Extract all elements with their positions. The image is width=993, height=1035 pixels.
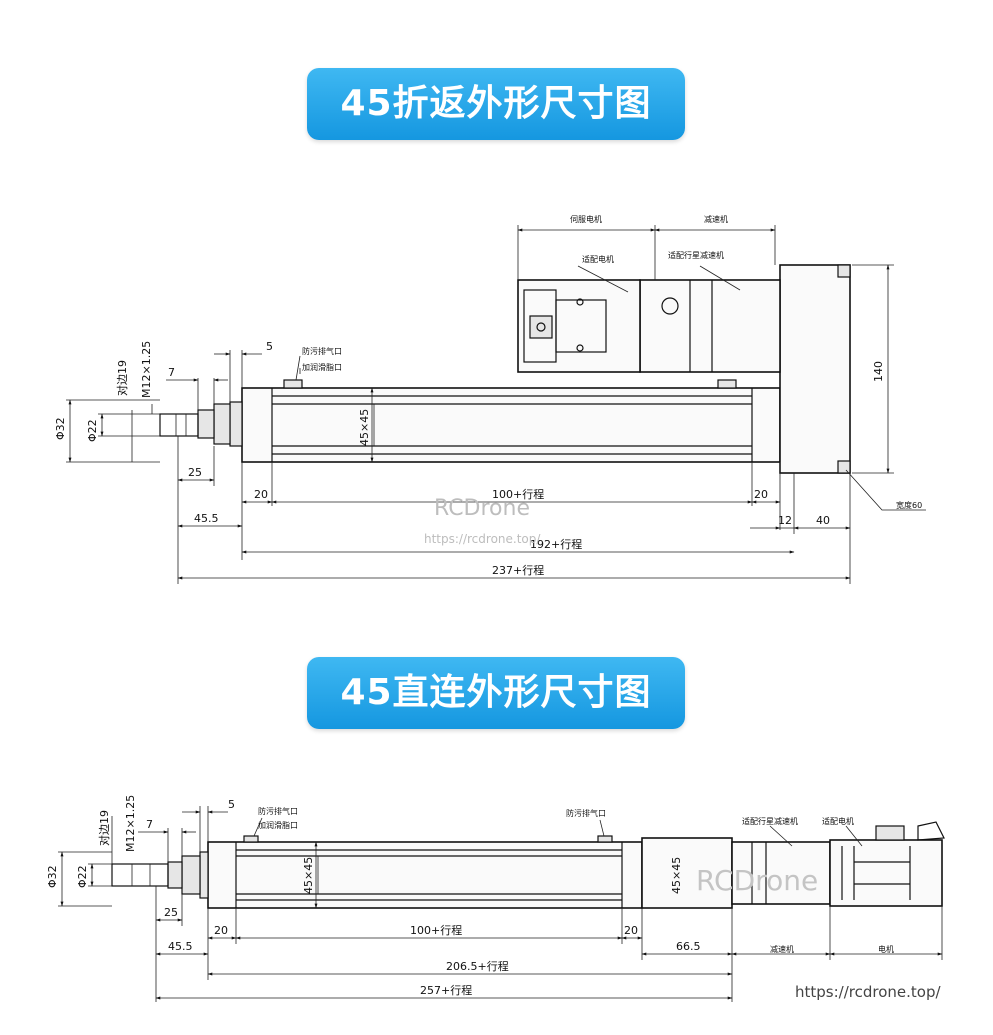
dim-thread: M12×1.25	[140, 341, 153, 398]
label-reducer: 减速机	[704, 214, 728, 224]
dim-d32: Φ32	[54, 417, 67, 440]
folded-watermark: RCDrone	[434, 496, 530, 521]
label-adapt-planet-reducer: 适配行星减速机	[668, 250, 724, 260]
dim-5: 5	[266, 340, 273, 353]
folded-port-left	[283, 379, 303, 389]
direct-dim-20-left: 20	[214, 924, 228, 937]
dim-20-left: 20	[254, 488, 268, 501]
direct-label-dust-vent-2: 防污排气口	[566, 808, 606, 818]
label-dust-vent: 防污排气口	[302, 346, 342, 356]
dim-40: 40	[816, 514, 830, 527]
direct-label-reducer: 减速机	[770, 944, 794, 954]
direct-dim-5: 5	[228, 798, 235, 811]
direct-dim-66-5: 66.5	[676, 940, 701, 953]
dim-7: 7	[168, 366, 175, 379]
dim-12: 12	[778, 514, 792, 527]
direct-dim-d32: Φ32	[46, 865, 59, 888]
dim-25: 25	[188, 466, 202, 479]
direct-dim-section-2: 45×45	[670, 857, 683, 894]
direct-label-adapt-motor: 适配电机	[822, 816, 854, 826]
dim-20-right: 20	[754, 488, 768, 501]
direct-diagram: 防污排气口 加润滑脂口 防污排气口 适配行星减速机 适配电机 减速机 电机 Φ3…	[46, 795, 945, 1002]
direct-dim-25: 25	[164, 906, 178, 919]
dim-45-5: 45.5	[194, 512, 219, 525]
folded-watermark-url: https://rcdrone.top/	[424, 532, 541, 546]
folded-port-right	[717, 379, 737, 389]
dim-len192: 192+行程	[530, 538, 582, 551]
folded-title-banner: 45折返外形尺寸图	[307, 68, 685, 140]
direct-dim-len257: 257+行程	[420, 984, 472, 997]
folded-motor-flange	[779, 264, 851, 474]
direct-label-motor: 电机	[878, 944, 894, 954]
label-adapt-motor: 适配电机	[582, 254, 614, 264]
direct-dim-d22: Φ22	[76, 865, 89, 888]
dim-flats: 对边19	[115, 360, 129, 396]
direct-label-adapt-planet-reducer: 适配行星减速机	[742, 816, 798, 826]
direct-dim-flats: 对边19	[97, 810, 111, 846]
direct-label-grease-port: 加润滑脂口	[258, 820, 298, 830]
dim-section: 45×45	[358, 409, 371, 446]
direct-motor	[829, 839, 943, 907]
dim-stroke100: 100+行程	[492, 488, 544, 501]
direct-actuator-body	[207, 841, 643, 909]
dim-d22: Φ22	[86, 419, 99, 442]
direct-dim-section: 45×45	[302, 857, 315, 894]
label-servo-motor: 伺服电机	[570, 214, 602, 224]
direct-dim-20-right: 20	[624, 924, 638, 937]
direct-reducer-housing	[641, 837, 733, 909]
direct-dim-7: 7	[146, 818, 153, 831]
label-grease-port: 加润滑脂口	[302, 362, 342, 372]
footer-url: https://rcdrone.top/	[795, 983, 941, 1001]
folded-reducer	[639, 279, 781, 373]
direct-dim-thread: M12×1.25	[124, 795, 137, 852]
direct-dim-45-5: 45.5	[168, 940, 193, 953]
direct-dim-len206: 206.5+行程	[446, 960, 509, 973]
direct-label-dust-vent: 防污排气口	[258, 806, 298, 816]
dim-h140: 140	[872, 361, 885, 382]
dim-len237: 237+行程	[492, 564, 544, 577]
label-width-note: 宽度60	[896, 500, 922, 510]
folded-diagram: 伺服电机 减速机 适配电机 适配行星减速机 防污排气口 加润滑脂口 宽度60 Φ…	[54, 214, 926, 584]
direct-title-banner: 45直连外形尺寸图	[307, 657, 685, 729]
direct-watermark: RCDrone	[696, 864, 818, 897]
direct-dim-stroke100: 100+行程	[410, 924, 462, 937]
folded-actuator-body	[241, 387, 781, 463]
